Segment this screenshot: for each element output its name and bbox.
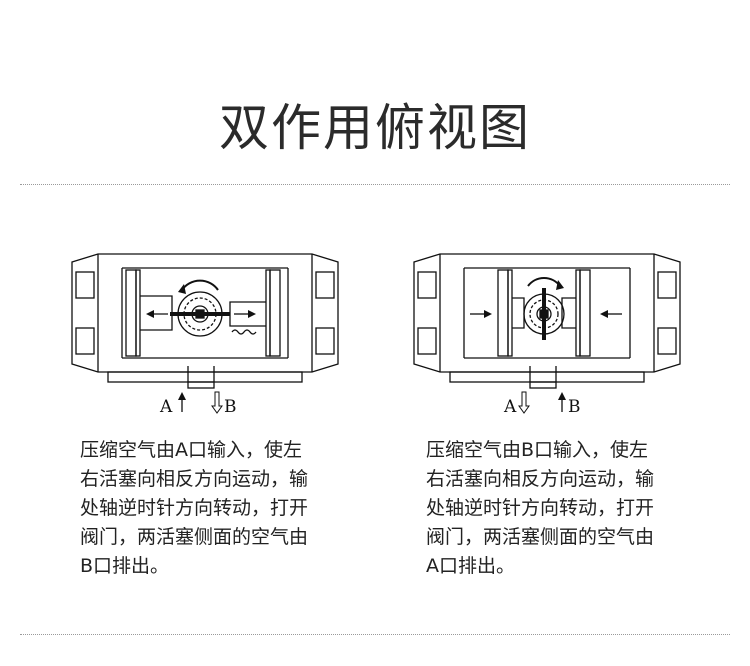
port-b-arrow-up — [558, 392, 566, 412]
port-a-label: A — [159, 397, 173, 417]
piston-direction-arrows — [146, 310, 256, 318]
left-piston — [125, 269, 173, 357]
port-a-arrow-down — [518, 391, 530, 414]
right-piston — [561, 269, 591, 357]
port-a-arrow-up — [178, 392, 186, 412]
page-title: 双作用俯视图 — [219, 99, 531, 157]
left-actuator-diagram: A B — [70, 248, 340, 420]
right-description: 压缩空气由B口输入，使左 右活塞向相反方向运动，输 处轴逆时针方向转动，打开 阀… — [426, 439, 655, 577]
port-b-label: B — [568, 397, 581, 417]
pinion-gear — [523, 277, 565, 340]
piston-direction-arrows — [470, 310, 622, 318]
right-piston — [229, 269, 281, 357]
left-description: 压缩空气由A口输入，使左 右活塞向相反方向运动，输 处轴逆时针方向转动，打开 阀… — [80, 439, 309, 577]
port-block — [449, 366, 645, 389]
port-block — [107, 366, 303, 389]
port-a-label: A — [503, 397, 517, 417]
right-actuator-diagram: A B — [412, 248, 682, 420]
pinion-gear — [170, 279, 230, 337]
port-b-label: B — [224, 397, 237, 417]
bottom-divider — [20, 634, 730, 635]
port-b-arrow-down — [211, 391, 223, 414]
top-divider — [20, 184, 730, 185]
